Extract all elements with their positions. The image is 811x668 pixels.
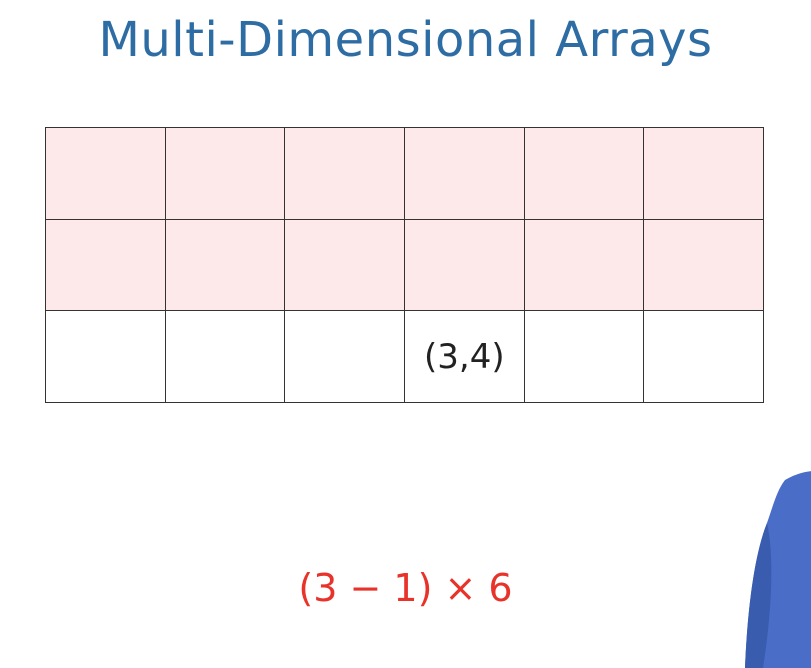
cell-index-label: (3,4) [424, 336, 505, 377]
array-cell-r1-c2 [165, 128, 286, 220]
array-cell-r2-c5 [524, 219, 645, 312]
array-cell-r3-c4: (3,4) [404, 311, 525, 403]
array-cell-r1-c5 [524, 128, 645, 220]
array-cell-r1-c4 [404, 128, 525, 220]
array-grid: (3,4) [45, 127, 764, 403]
slide-title: Multi-Dimensional Arrays [98, 12, 713, 68]
array-cell-r3-c6 [644, 311, 764, 403]
presenter-shirt-shadow [745, 523, 772, 668]
array-cell-r2-c2 [165, 219, 286, 312]
array-cell-r3-c3 [285, 311, 405, 403]
array-cell-r3-c1 [46, 311, 166, 403]
array-cell-r1-c1 [46, 128, 166, 220]
array-cell-r3-c2 [165, 311, 286, 403]
array-cell-r1-c3 [285, 128, 405, 220]
array-cell-r2-c3 [285, 219, 405, 312]
array-cell-r2-c6 [644, 219, 764, 312]
array-cell-r2-c4 [404, 219, 525, 312]
array-cell-r1-c6 [644, 128, 764, 220]
array-cell-r3-c5 [524, 311, 645, 403]
presenter-figure [745, 471, 811, 668]
array-cell-r2-c1 [46, 219, 166, 312]
index-formula: (3 − 1) × 6 [298, 566, 513, 610]
